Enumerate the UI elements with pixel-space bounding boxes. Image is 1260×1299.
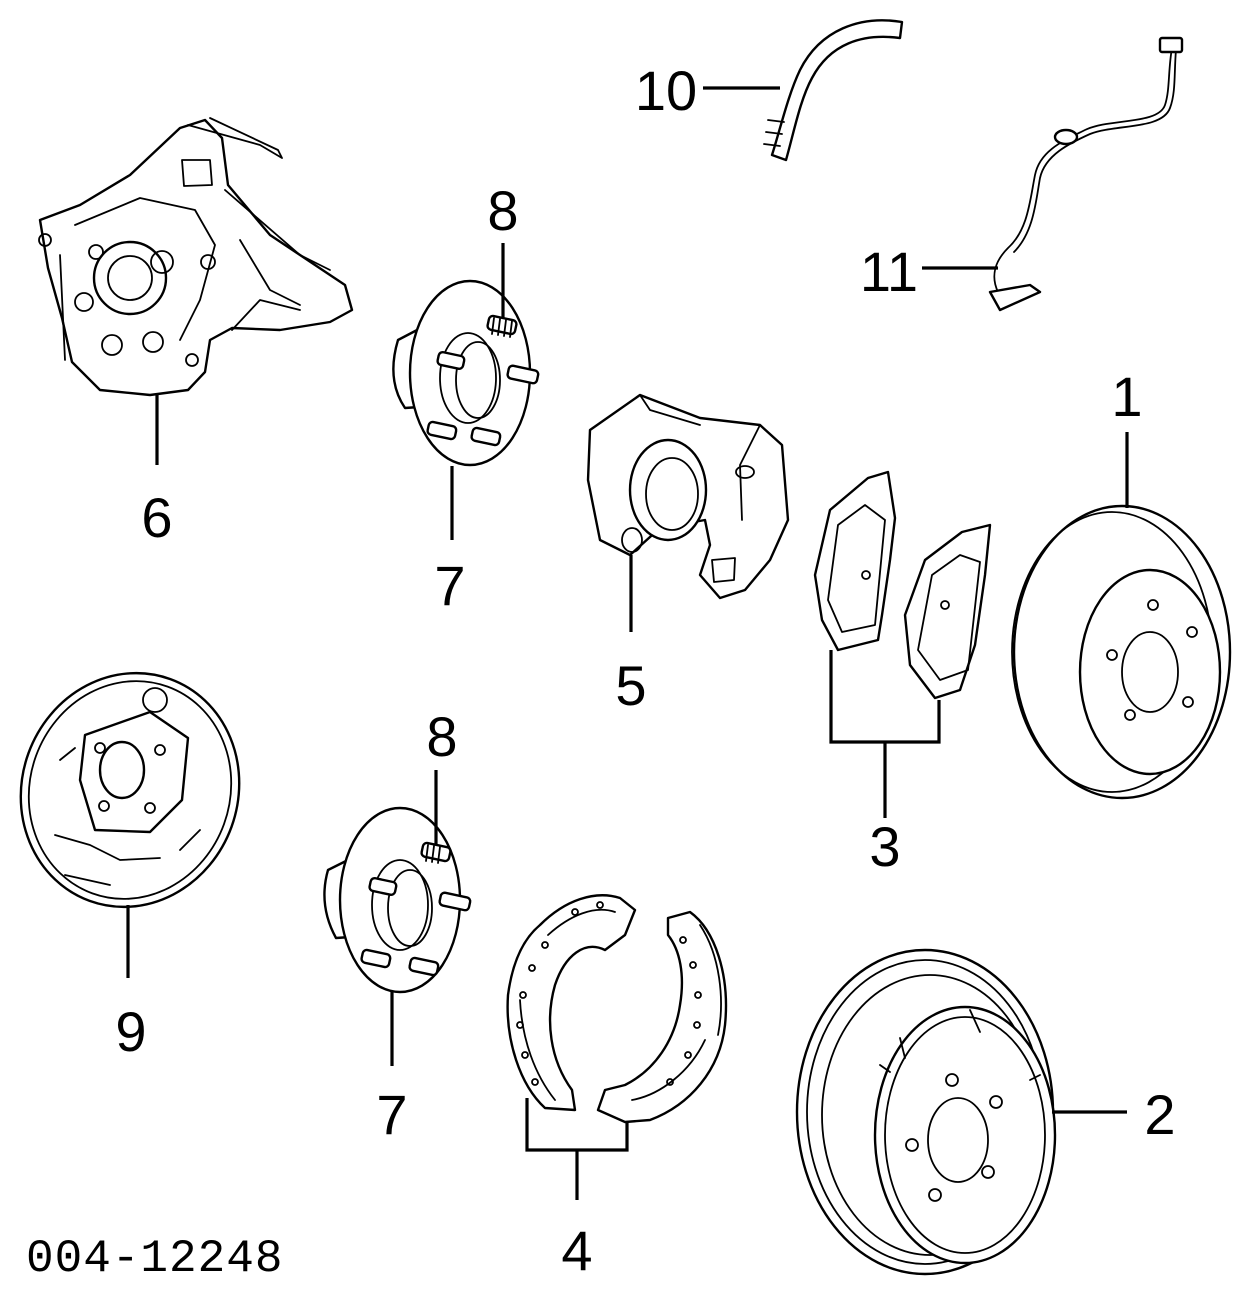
callout-10: 10 <box>635 59 697 122</box>
leader-4 <box>525 1098 629 1200</box>
callout-8-lower: 8 <box>426 705 457 768</box>
disc-brake-pads-icon <box>813 470 992 700</box>
backing-plate-icon <box>19 671 241 909</box>
brake-caliper-icon <box>586 393 790 600</box>
reference-code: 004-12248 <box>26 1233 283 1285</box>
callout-1: 1 <box>1111 365 1142 428</box>
steering-knuckle-icon <box>38 117 354 397</box>
callout-3: 3 <box>869 815 900 878</box>
callout-9: 9 <box>115 1000 146 1063</box>
callout-11: 11 <box>860 240 918 303</box>
callout-7-lower: 7 <box>376 1083 407 1146</box>
wheel-hub-lower-icon <box>323 806 472 994</box>
abs-sensor-icon <box>988 36 1184 312</box>
callout-7-upper: 7 <box>434 554 465 617</box>
callout-4: 4 <box>561 1219 592 1282</box>
callout-2: 2 <box>1144 1083 1175 1146</box>
leader-3 <box>829 650 941 818</box>
wheel-hub-upper-icon <box>392 279 540 467</box>
wheel-stud-upper-icon <box>486 314 518 338</box>
wheel-stud-lower-icon <box>420 841 452 864</box>
brake-drum-icon <box>795 948 1057 1276</box>
callout-8-upper: 8 <box>487 179 518 242</box>
callout-6: 6 <box>141 486 172 549</box>
brake-rotor-icon <box>1011 504 1232 800</box>
callout-5: 5 <box>615 654 646 717</box>
brake-hose-icon <box>763 19 904 162</box>
drum-brake-shoes-icon <box>506 894 728 1124</box>
